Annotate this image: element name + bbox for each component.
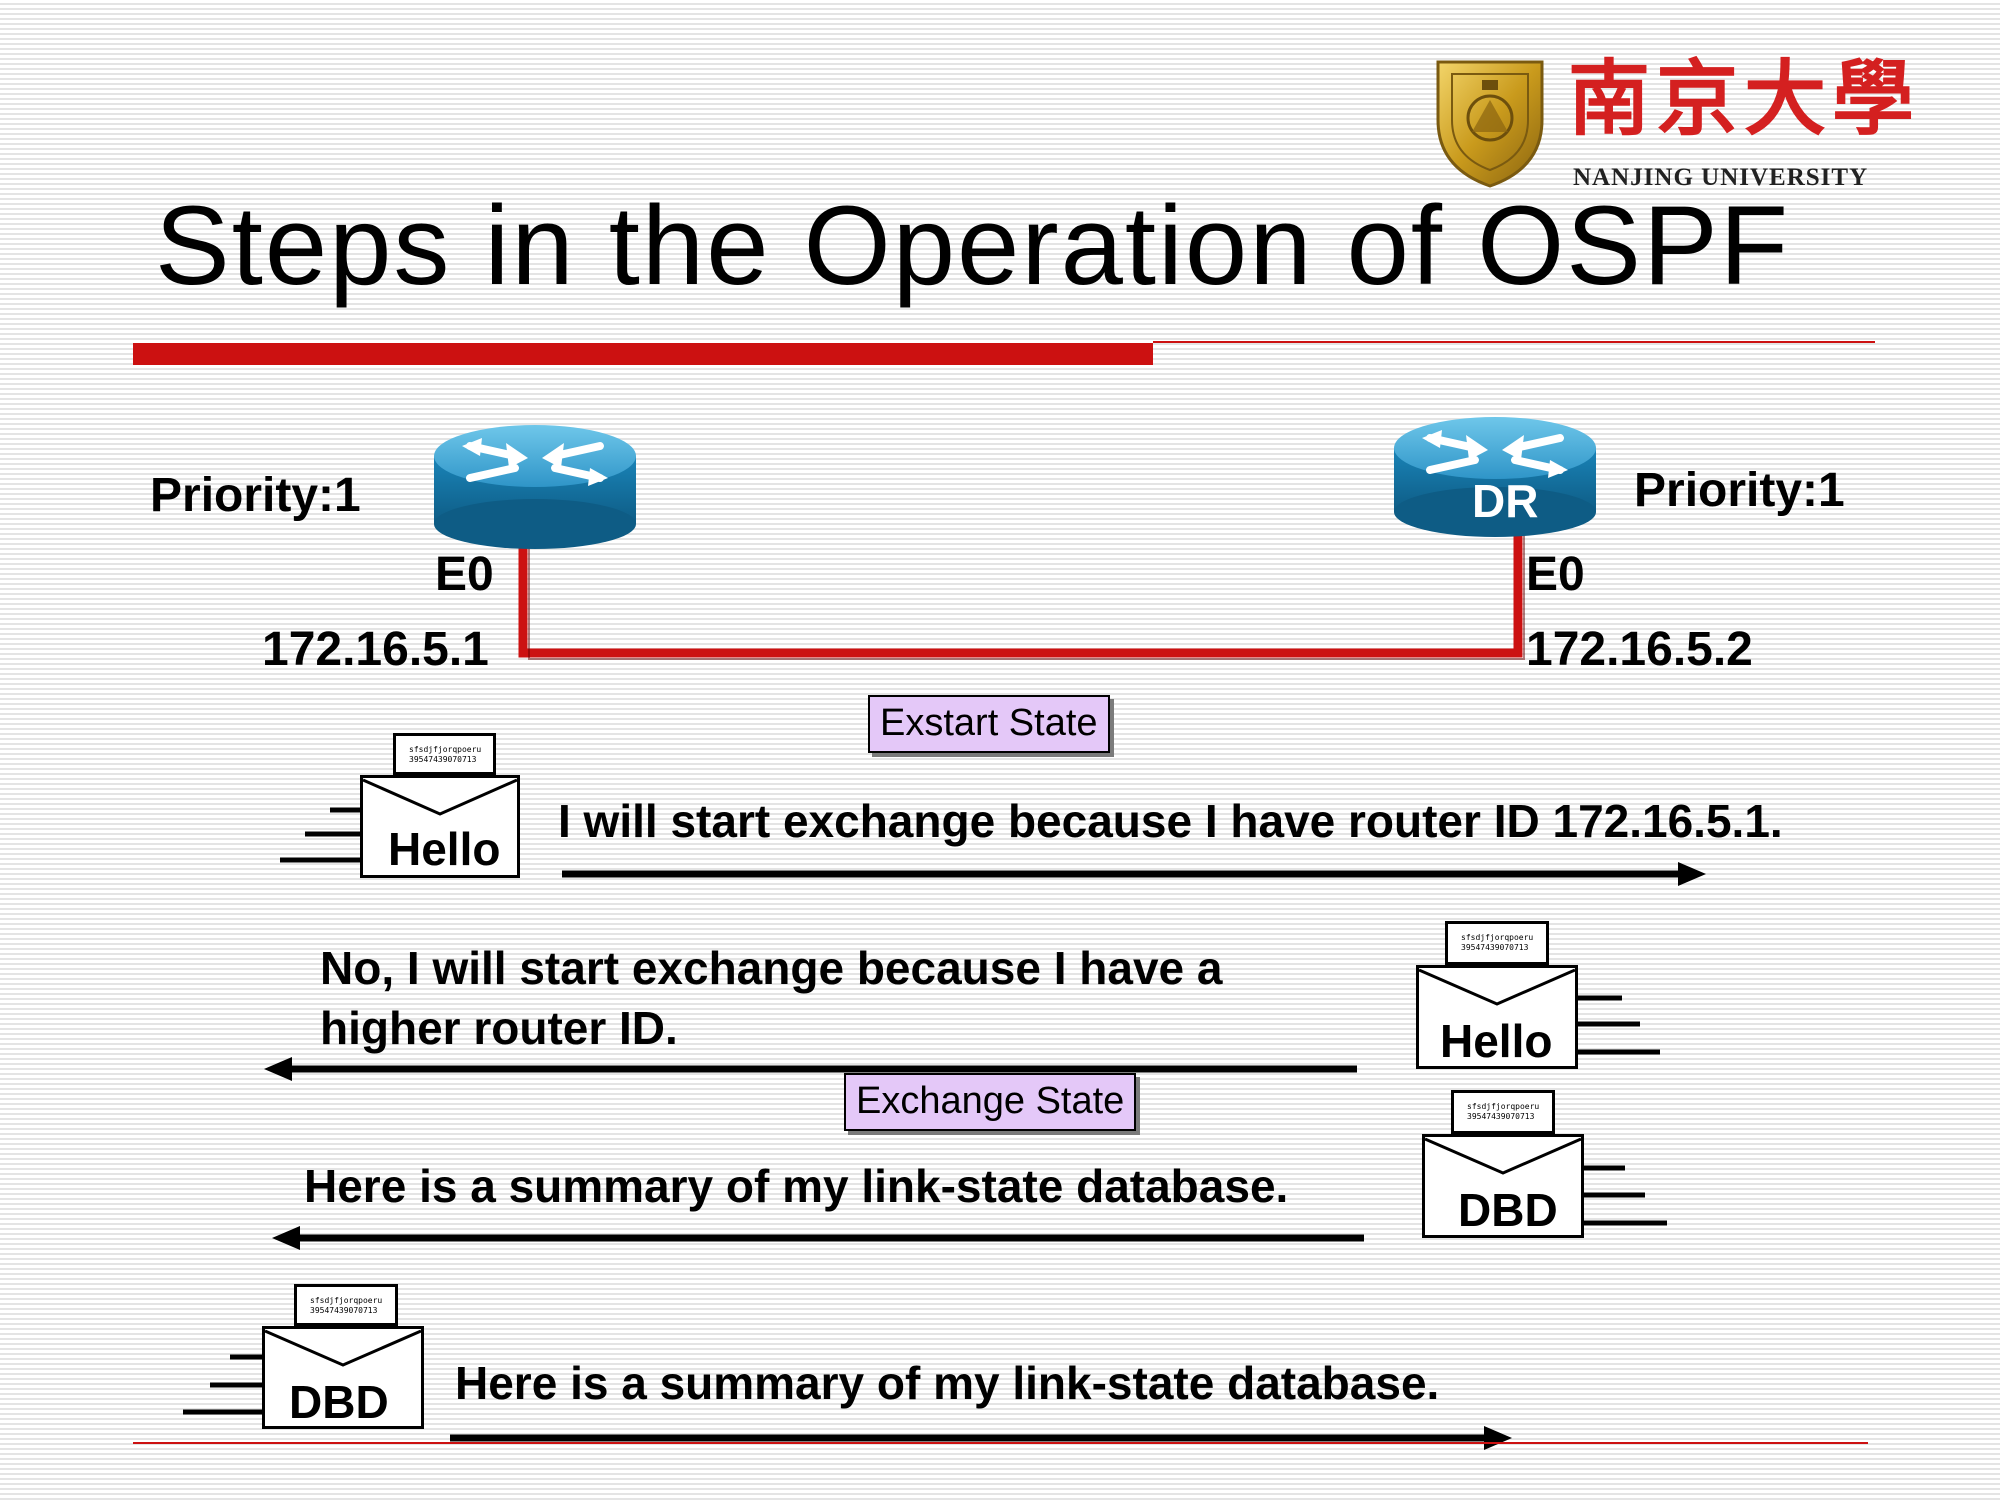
message-1: I will start exchange because I have rou… [558,795,1783,847]
right-interface: E0 [1526,548,1585,601]
arrow-right-4 [450,1426,1512,1450]
page-title: Steps in the Operation of OSPF [155,183,1791,308]
arrow-left-3 [272,1226,1364,1250]
dbd-label-2: DBD [289,1376,389,1428]
exstart-state-badge: Exstart State [868,695,1110,753]
message-3: Here is a summary of my link-state datab… [304,1160,1289,1212]
hello-label-2: Hello [1440,1015,1553,1067]
logo-chinese-name: 南京大學 [1568,51,1921,147]
envelope-body: Hello [1416,965,1578,1069]
message-2-line-1: No, I will start exchange because I have… [320,942,1223,994]
arrow-left-2 [264,1057,1357,1081]
dr-label: DR [1472,475,1539,527]
packet-card: sfsdjfjorqpoeru 39547439070713 [1445,921,1549,965]
envelope-body: Hello [360,775,520,878]
right-priority: Priority:1 [1634,464,1845,517]
packet-card: sfsdjfjorqpoeru 39547439070713 [1451,1090,1555,1134]
packet-card: sfsdjfjorqpoeru 39547439070713 [393,733,496,775]
title-underline-thick [133,343,1153,365]
hello-envelope-1: sfsdjfjorqpoeru 39547439070713 Hello [360,733,520,878]
hello-envelope-2: sfsdjfjorqpoeru 39547439070713 Hello [1416,921,1578,1069]
exchange-state-badge: Exchange State [844,1073,1137,1131]
hello1-speed-lines [280,807,360,863]
router-left-icon [434,425,636,549]
dbd1-speed-lines [1583,1165,1667,1226]
hello2-speed-lines [1577,995,1660,1055]
dbd-label-1: DBD [1458,1184,1558,1236]
dbd-envelope-1: sfsdjfjorqpoeru 39547439070713 DBD [1422,1090,1584,1238]
left-priority: Priority:1 [150,469,361,522]
hello-label-1: Hello [388,823,501,875]
university-crest-icon [1436,60,1544,188]
title-underline-thin [1153,341,1875,343]
envelope-body: DBD [1422,1134,1584,1238]
dbd-envelope-2: sfsdjfjorqpoeru 39547439070713 DBD [262,1284,424,1429]
left-interface: E0 [435,548,494,601]
envelope-body: DBD [262,1326,424,1429]
logo-english-name: NANJING UNIVERSITY [1573,164,1869,191]
left-ip: 172.16.5.1 [262,623,489,676]
arrow-right-1 [562,862,1706,886]
network-link [518,531,1523,658]
message-2-line-2: higher router ID. [320,1002,678,1054]
dbd2-speed-lines [183,1354,262,1415]
packet-card: sfsdjfjorqpoeru 39547439070713 [294,1284,398,1326]
right-ip: 172.16.5.2 [1526,623,1753,676]
router-right-icon [1394,417,1596,537]
message-4: Here is a summary of my link-state datab… [455,1357,1440,1409]
